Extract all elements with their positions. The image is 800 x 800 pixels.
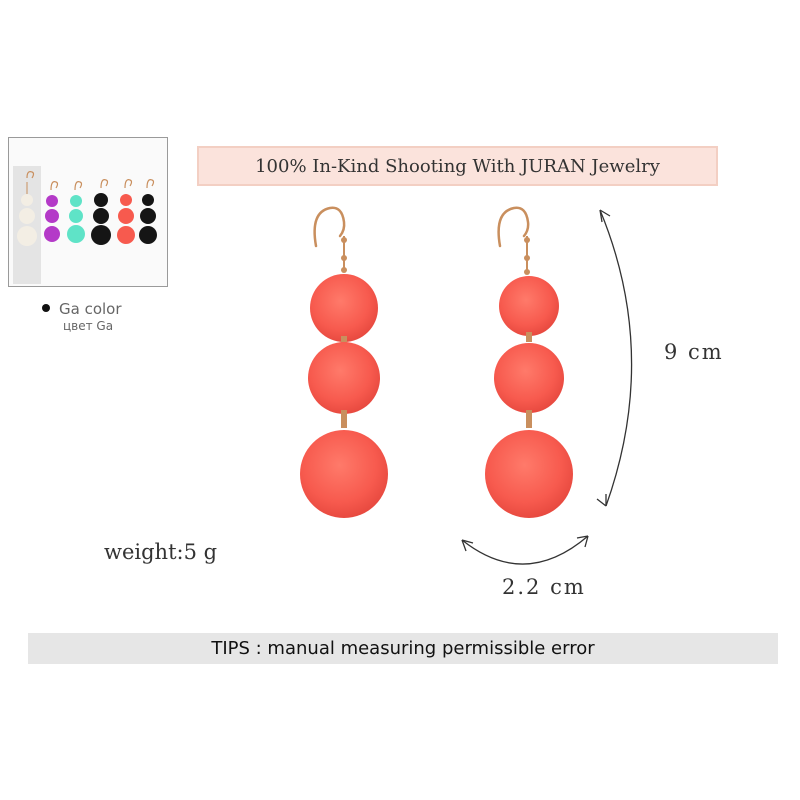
pom-large xyxy=(300,430,388,518)
earring-left xyxy=(300,206,388,518)
color-option-label[interactable]: Ga color xyxy=(42,300,122,318)
earring-right xyxy=(485,206,573,518)
width-measure-arrow xyxy=(461,535,589,565)
height-dimension-label: 9 cm xyxy=(664,340,724,364)
variant-black-2 xyxy=(139,179,157,244)
tips-bar: TIPS : manual measuring permissible erro… xyxy=(28,633,778,664)
height-measure-arrow xyxy=(596,209,633,507)
pom-medium xyxy=(494,343,564,413)
width-dimension-label: 2.2 cm xyxy=(502,575,586,599)
variant-mint xyxy=(67,181,85,243)
pom-small xyxy=(310,274,378,342)
color-variants-illustration xyxy=(13,166,157,284)
weight-label: weight:5 g xyxy=(104,540,218,564)
promo-banner: 100% In-Kind Shooting With JURAN Jewelry xyxy=(197,146,718,186)
color-variants-thumbnail[interactable] xyxy=(8,137,168,287)
variant-white xyxy=(17,171,37,246)
color-option-text: Ga color xyxy=(59,300,122,318)
pom-small xyxy=(499,276,559,336)
color-option-sublabel: цвет Ga xyxy=(63,319,114,333)
radio-dot-icon[interactable] xyxy=(42,303,50,312)
variant-coral xyxy=(117,179,135,244)
pom-large xyxy=(485,430,573,518)
variant-black xyxy=(91,179,111,245)
variant-purple xyxy=(44,181,60,242)
pom-medium xyxy=(308,342,380,414)
